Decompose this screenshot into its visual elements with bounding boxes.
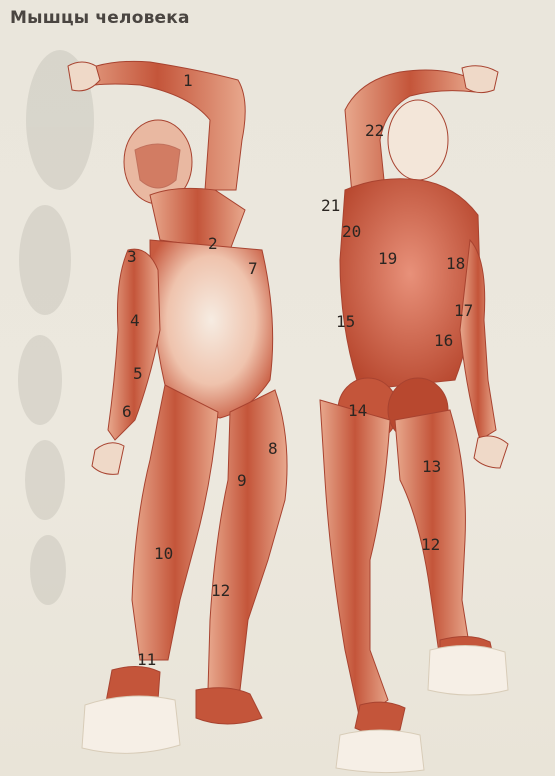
label-15: 15 — [336, 314, 355, 330]
label-21: 21 — [321, 198, 340, 214]
front-figure — [68, 61, 287, 753]
label-22: 22 — [365, 123, 384, 139]
label-6: 6 — [122, 404, 132, 420]
label-12-front: 12 — [211, 583, 230, 599]
label-1: 1 — [183, 73, 193, 89]
label-20: 20 — [342, 224, 361, 240]
label-8: 8 — [268, 441, 278, 457]
label-4: 4 — [130, 313, 140, 329]
label-7: 7 — [248, 261, 258, 277]
label-2: 2 — [208, 236, 218, 252]
label-3: 3 — [127, 249, 137, 265]
label-18: 18 — [446, 256, 465, 272]
label-10: 10 — [154, 546, 173, 562]
background-spine — [18, 50, 94, 605]
label-5: 5 — [133, 366, 143, 382]
label-17: 17 — [454, 303, 473, 319]
label-9: 9 — [237, 473, 247, 489]
label-16: 16 — [434, 333, 453, 349]
label-12-back: 12 — [421, 537, 440, 553]
label-14: 14 — [348, 403, 367, 419]
label-11: 11 — [137, 652, 156, 668]
label-19: 19 — [378, 251, 397, 267]
label-13: 13 — [422, 459, 441, 475]
